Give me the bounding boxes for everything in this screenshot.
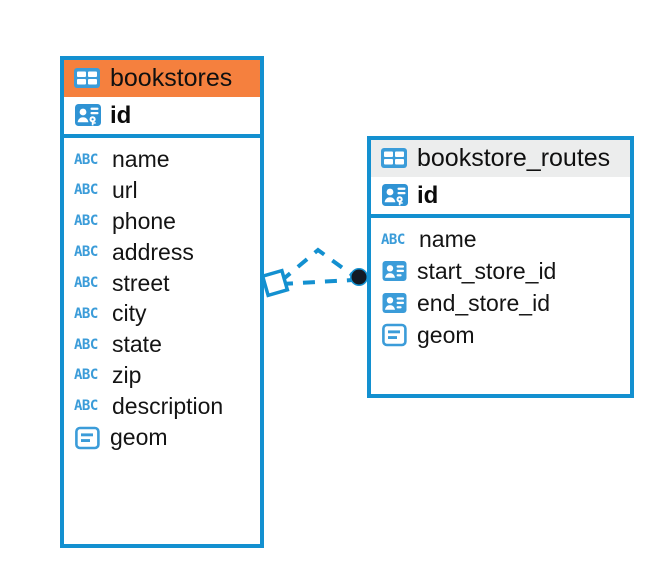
diamond-marker[interactable] bbox=[260, 268, 290, 298]
entity-bookstore-routes[interactable]: bookstore_routes id bbox=[367, 136, 634, 398]
field-label: description bbox=[112, 392, 224, 419]
entity-title: bookstore_routes bbox=[417, 144, 611, 172]
field-row[interactable]: ABC street bbox=[64, 268, 260, 299]
field-label: url bbox=[112, 177, 138, 204]
field-row[interactable]: ABC name bbox=[371, 224, 630, 255]
text-type-icon: ABC bbox=[74, 367, 98, 384]
foreign-key-icon bbox=[381, 290, 409, 316]
primary-key-icon bbox=[74, 102, 102, 128]
entity-primary-key-row[interactable]: id bbox=[371, 177, 630, 219]
field-label: geom bbox=[417, 321, 475, 348]
entity-field-list: ABC name ABC url ABC phone ABC ad bbox=[64, 138, 260, 460]
entity-primary-key-row[interactable]: id bbox=[64, 97, 260, 139]
field-label: start_store_id bbox=[417, 257, 557, 284]
text-type-icon: ABC bbox=[74, 305, 98, 322]
field-row[interactable]: ABC address bbox=[64, 237, 260, 268]
field-row[interactable]: ABC zip bbox=[64, 360, 260, 391]
text-type-icon: ABC bbox=[74, 336, 98, 353]
text-type-icon: ABC bbox=[74, 151, 98, 168]
field-label: name bbox=[112, 146, 170, 173]
entity-header-bookstore-routes[interactable]: bookstore_routes bbox=[371, 140, 630, 178]
entity-bookstores[interactable]: bookstores id A bbox=[60, 56, 264, 548]
field-label: state bbox=[112, 331, 162, 358]
field-row[interactable]: ABC name bbox=[64, 144, 260, 175]
entity-header-bookstores[interactable]: bookstores bbox=[64, 60, 260, 98]
text-type-icon: ABC bbox=[74, 213, 98, 230]
field-row[interactable]: end_store_id bbox=[371, 287, 630, 319]
table-icon bbox=[380, 146, 408, 170]
field-label: city bbox=[112, 300, 147, 327]
field-row[interactable]: geom bbox=[371, 319, 630, 351]
foreign-key-icon bbox=[381, 258, 409, 284]
text-type-icon: ABC bbox=[74, 244, 98, 261]
field-row[interactable]: ABC description bbox=[64, 391, 260, 422]
primary-key-icon bbox=[381, 182, 409, 208]
field-row[interactable]: start_store_id bbox=[371, 255, 630, 287]
primary-key-label: id bbox=[110, 101, 132, 129]
primary-key-label: id bbox=[417, 181, 439, 209]
relationship-line-lower bbox=[280, 278, 354, 286]
text-type-icon: ABC bbox=[74, 398, 98, 415]
text-type-icon: ABC bbox=[381, 231, 405, 248]
table-icon bbox=[73, 66, 101, 90]
field-label: zip bbox=[112, 362, 142, 389]
geometry-type-icon bbox=[381, 322, 409, 348]
field-row[interactable]: geom bbox=[64, 422, 260, 454]
entity-title: bookstores bbox=[110, 64, 233, 92]
field-label: end_store_id bbox=[417, 289, 550, 316]
field-row[interactable]: ABC state bbox=[64, 329, 260, 360]
field-label: name bbox=[419, 226, 477, 253]
field-row[interactable]: ABC phone bbox=[64, 206, 260, 237]
field-row[interactable]: ABC url bbox=[64, 175, 260, 206]
text-type-icon: ABC bbox=[74, 182, 98, 199]
field-row[interactable]: ABC city bbox=[64, 298, 260, 329]
entity-field-list: ABC name start_store_id bbox=[371, 218, 630, 358]
text-type-icon: ABC bbox=[74, 274, 98, 291]
field-label: geom bbox=[110, 424, 168, 451]
field-label: phone bbox=[112, 207, 176, 234]
geometry-type-icon bbox=[74, 425, 102, 451]
field-label: street bbox=[112, 269, 170, 296]
relationship-line-upper bbox=[279, 247, 357, 283]
field-label: address bbox=[112, 238, 194, 265]
filled-circle-marker[interactable] bbox=[350, 268, 368, 286]
